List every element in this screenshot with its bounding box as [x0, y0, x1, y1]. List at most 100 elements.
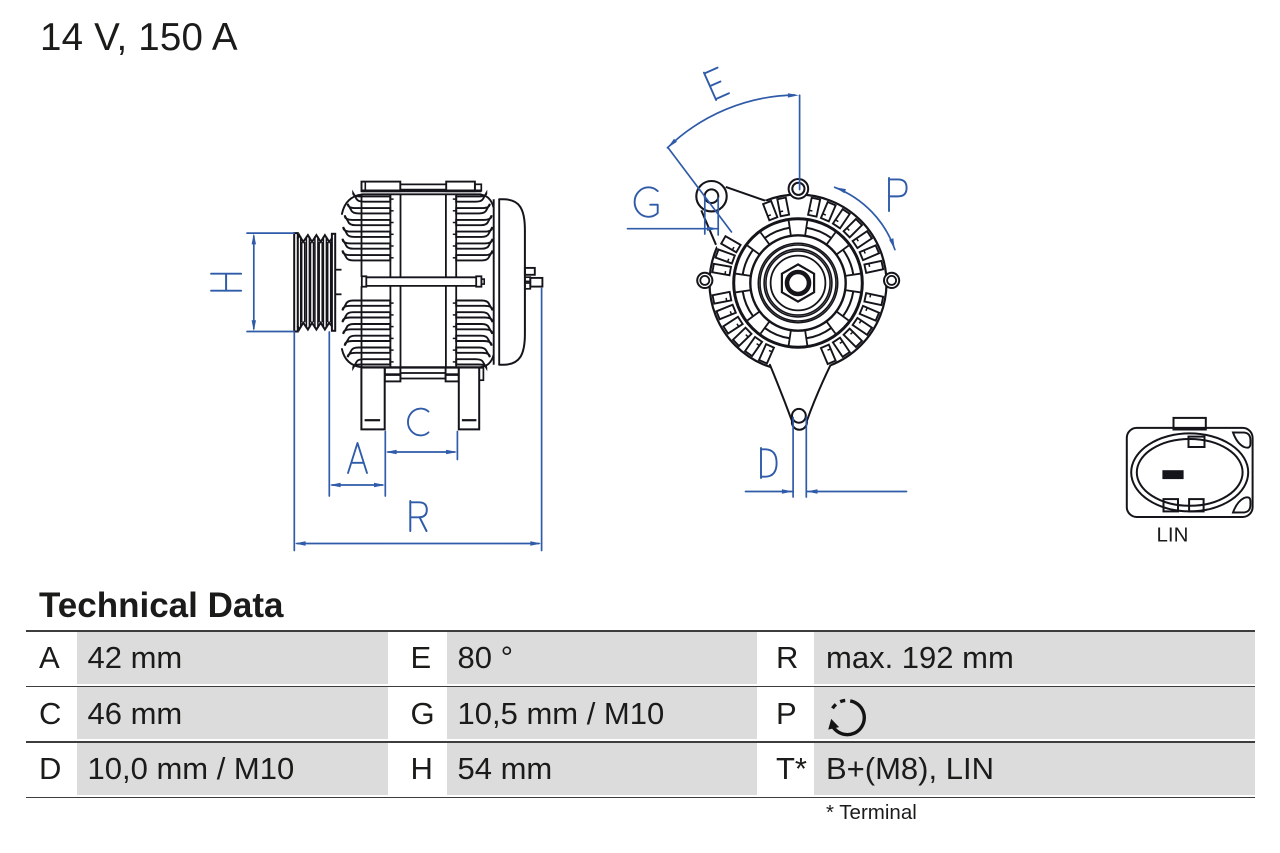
table-value-cell [77, 687, 389, 740]
cooling-fins [341, 189, 494, 372]
vent-slot [806, 196, 822, 218]
connector-corner [1231, 431, 1252, 449]
mounting-legs [360, 366, 481, 431]
fin [455, 311, 494, 323]
table-label: A [39, 640, 60, 675]
dim-letter-H [210, 272, 243, 292]
vent-slot [851, 229, 874, 250]
pulley-circle [769, 254, 827, 312]
table-rule [26, 741, 1255, 743]
vent-slot [819, 200, 837, 223]
dim-letter-A [347, 442, 368, 474]
connector-key [1188, 498, 1205, 513]
dim-arrow [251, 233, 256, 245]
vent-slot [757, 342, 776, 365]
connector-tab [1172, 416, 1207, 431]
table-rule [26, 630, 1255, 632]
segment-band [735, 220, 861, 346]
fin [343, 334, 392, 346]
connector-label: LIN [1157, 524, 1189, 547]
table-label: E [410, 640, 432, 675]
fin [455, 226, 494, 238]
table-value: 10,0 mm / M10 [87, 751, 295, 786]
table-label: P [776, 695, 797, 731]
fin [455, 358, 488, 372]
rear-cover [492, 198, 544, 366]
table-label: T* [776, 751, 807, 786]
arm-hole [791, 407, 807, 424]
table-value-cell [814, 742, 1255, 795]
fin [342, 226, 392, 238]
table-value-cell [814, 632, 1255, 684]
vent-slot [722, 315, 744, 335]
table-title: Technical Data [39, 586, 284, 625]
connector-body [1125, 426, 1254, 518]
table-value: max. 192 mm [826, 640, 1014, 675]
connector-pin [1162, 470, 1184, 480]
table-rule [26, 685, 1255, 688]
dim-arrow [294, 541, 306, 546]
fin [341, 299, 392, 311]
fin [341, 238, 392, 250]
dim-letter-C [407, 407, 430, 437]
lug-boss [695, 179, 728, 213]
table-label: G [410, 695, 435, 731]
table-value: 10,5 mm / M10 [457, 695, 665, 731]
table-value: 42 mm [87, 640, 183, 675]
table-value-cell [446, 742, 758, 795]
dim-letter-R [409, 500, 428, 532]
table-value-cell [446, 687, 758, 740]
vent-slot [831, 336, 852, 359]
table-value: 54 mm [457, 751, 553, 786]
fin [455, 334, 493, 346]
fin [455, 323, 494, 335]
table-value-cell [814, 687, 1255, 740]
vent-slot [819, 343, 837, 366]
vent-slot [711, 290, 733, 305]
table-label: D [39, 751, 62, 786]
shaft-hex-nut [780, 263, 816, 303]
table-label: H [410, 751, 433, 786]
table-value-cell [77, 742, 389, 795]
fin [455, 214, 493, 227]
bottom-arm-mask [768, 361, 832, 430]
page-title: 14 V, 150 A [40, 16, 238, 59]
body-corner [340, 348, 363, 369]
fin [455, 346, 491, 358]
fin [455, 238, 494, 250]
connector-oval-inner [1135, 438, 1244, 507]
pulley-circle [765, 250, 831, 316]
vent-slot [714, 248, 737, 265]
pulley-circle [763, 248, 833, 318]
connector-lin: LIN [1125, 416, 1254, 547]
dim-letter-D [760, 447, 778, 479]
pulley-circle [759, 244, 837, 322]
dim-arrow [667, 138, 677, 148]
table-label: R [776, 640, 799, 675]
fin [455, 250, 494, 262]
vent-slot [731, 326, 753, 348]
vent-slot [858, 304, 881, 322]
vent-slot [851, 316, 874, 337]
dim-arrow [251, 320, 256, 332]
dim-letter-G [633, 186, 659, 218]
dim-line-E-slant [667, 146, 733, 233]
fin [343, 214, 392, 227]
connector-corner [1231, 496, 1252, 514]
vent-slot [842, 327, 864, 349]
dim-arrow [781, 489, 793, 494]
vent-slot [743, 335, 764, 358]
vent-slot [858, 244, 881, 262]
dim-arrow [834, 187, 846, 194]
vent-slot [831, 207, 852, 230]
table-value-cell [446, 632, 758, 684]
fin [346, 203, 392, 215]
fin [346, 346, 392, 358]
table-footnote: * Terminal [826, 801, 917, 824]
body-corner [340, 193, 363, 215]
connector-key [1162, 498, 1179, 513]
shaft-bore [784, 269, 812, 297]
technical-drawing: LIN [210, 66, 1254, 552]
dim-arrow [446, 449, 458, 455]
vent-slots [711, 196, 885, 366]
